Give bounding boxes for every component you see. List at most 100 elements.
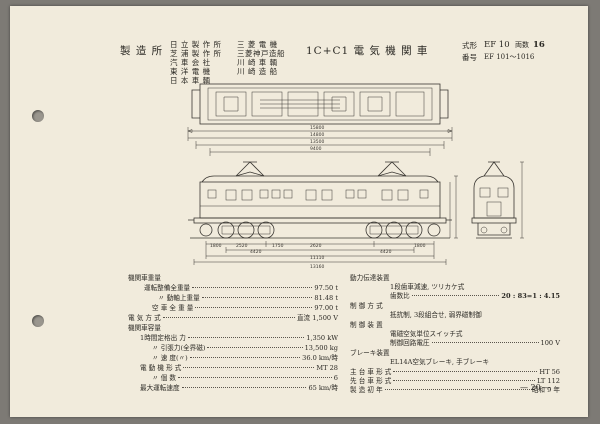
- spec-value: 1,350 kW: [306, 334, 338, 342]
- spec-value: 直流 1,500 V: [296, 314, 338, 322]
- spec-label: 主 台 車 形 式: [350, 368, 392, 376]
- binder-hole: [32, 315, 44, 327]
- maker-name: 川 崎 車 輌: [237, 58, 278, 67]
- spec-label: 機関車重量: [128, 274, 161, 282]
- dim-label: 2520: [236, 243, 248, 249]
- spec-label: 1時間定格出 力: [140, 334, 186, 342]
- spec-value: 81.48 t: [314, 294, 338, 302]
- plan-view: 15800 14800 13500 9400: [187, 83, 453, 156]
- dim-label: 13500: [310, 139, 324, 145]
- page-number: — 20 —: [520, 383, 552, 392]
- spec-row: 製 造 初 年 昭和 9 年: [350, 387, 560, 396]
- spec-value: 6: [333, 374, 338, 382]
- spec-row: 制御回路電圧 100 V: [390, 340, 560, 349]
- type-value: EF 10: [484, 40, 510, 50]
- dim-label: 14800: [310, 132, 324, 138]
- spec-value: 97.50 t: [314, 284, 338, 292]
- spec-label: 〃 引張力(全界磁): [152, 344, 206, 352]
- spec-label: 制 御 装 置: [350, 321, 383, 329]
- dim-label: 2620: [310, 243, 322, 249]
- end-view: [471, 161, 524, 239]
- binder-hole: [32, 110, 44, 122]
- spec-row: 電磁空気単位スイッチ式: [390, 331, 560, 340]
- spec-value: 20 : 83=1 : 4.15: [501, 292, 560, 300]
- spec-row: 最大運転速度 65 km/時: [140, 385, 338, 394]
- spec-row: 先 台 車 形 式 LT 112: [350, 378, 560, 387]
- maker-list-left: 日 立 製 作 所 芝 浦 製 作 所 汽 車 会 社 東 洋 電 機 日 本 …: [170, 40, 222, 85]
- dim-label: 1800: [414, 243, 426, 249]
- spec-label: 電 動 機 形 式: [140, 364, 182, 372]
- spec-value: 36.0 km/時: [302, 354, 338, 362]
- spec-value: 13,500 kg: [304, 344, 338, 352]
- dim-label: 1800: [210, 243, 222, 249]
- spec-row: 1時間定格出 力 1,350 kW: [140, 335, 338, 344]
- spec-value: 65 km/時: [308, 384, 338, 392]
- count-value: 16: [533, 40, 545, 50]
- spec-row: 動力伝達装置: [350, 275, 560, 284]
- spec-row: 〃 個 数 6: [152, 375, 338, 384]
- count-label: 両数: [515, 41, 529, 49]
- spec-row: 〃 速 度(〃) 36.0 km/時: [152, 355, 338, 364]
- spec-label: 空 車 全 重 量: [152, 304, 194, 312]
- maker-list-right: 三 菱 電 機 三菱神戸造船 川 崎 車 輌 川 崎 造 船: [237, 40, 285, 76]
- dim-label: 4420: [250, 249, 262, 255]
- dim-label: 13160: [310, 264, 324, 270]
- spec-label: 1段歯車減速, ツリカケ式: [390, 283, 465, 291]
- spec-row: 〃 動軸上重量 81.48 t: [158, 295, 338, 304]
- spec-label: 抵抗制, 3段組合せ, 弱界磁制御: [390, 311, 482, 319]
- spec-label: EL14A空気ブレーキ, 手ブレーキ: [390, 358, 490, 366]
- maker-name: 日 立 製 作 所: [170, 40, 222, 49]
- spec-row: 電 動 機 形 式 MT 28: [140, 365, 338, 374]
- number-value: EF 101〜1016: [484, 53, 535, 61]
- maker-name: 東 洋 電 機: [170, 67, 211, 76]
- spec-row: 機関車容量: [128, 325, 338, 334]
- page-title: 1C+C1 電 気 機 関 車: [306, 45, 429, 57]
- maker-name: 日 本 車 輌: [170, 76, 211, 85]
- spec-row: EL14A空気ブレーキ, 手ブレーキ: [390, 359, 560, 368]
- maker-name: 三菱神戸造船: [237, 49, 285, 58]
- maker-heading: 製 造 所: [120, 45, 164, 57]
- spec-label: 〃 動軸上重量: [158, 294, 200, 302]
- spec-label: 最大運転速度: [140, 384, 180, 392]
- maker-name: 芝 浦 製 作 所: [170, 49, 222, 58]
- spec-row: 歯数比 20 : 83=1 : 4.15: [390, 293, 560, 302]
- spec-label: 運転整備全重量: [144, 284, 191, 292]
- spec-label: ブレーキ装置: [350, 349, 390, 357]
- spec-value: HT 56: [539, 368, 560, 376]
- spec-row: 制 御 装 置: [350, 322, 560, 331]
- spec-value: MT 28: [316, 364, 338, 372]
- spec-label: 製 造 初 年: [350, 386, 383, 394]
- dim-label: 11110: [310, 255, 324, 261]
- spec-label: 動力伝達装置: [350, 274, 390, 282]
- spec-label: 先 台 車 形 式: [350, 377, 392, 385]
- spec-label: 機関車容量: [128, 324, 161, 332]
- side-view: 1800 2520 1750 2620 1800 4420 4420 11110…: [188, 161, 458, 270]
- type-label: 式形: [462, 41, 477, 50]
- maker-name: 川 崎 造 船: [237, 67, 278, 76]
- spec-row: 制 御 方 式: [350, 303, 560, 312]
- spec-label: 制 御 方 式: [350, 302, 383, 310]
- spec-value: 100 V: [540, 339, 560, 347]
- spec-label: 電磁空気単位スイッチ式: [390, 330, 463, 338]
- dim-label: 15800: [310, 125, 324, 131]
- spec-row: 1段歯車減速, ツリカケ式: [390, 284, 560, 293]
- spec-row: 電 気 方 式直流 1,500 V: [128, 315, 338, 324]
- spec-value: 昭和 9 年: [531, 386, 560, 394]
- dim-label: 1750: [272, 243, 284, 249]
- maker-name: 三 菱 電 機: [237, 40, 278, 49]
- spec-label: 制御回路電圧: [390, 339, 430, 347]
- spec-label: 〃 速 度(〃): [152, 354, 188, 362]
- spec-label: 〃 個 数: [152, 374, 176, 382]
- dim-label: 4420: [380, 249, 392, 255]
- spec-row: ブレーキ装置: [350, 350, 560, 359]
- spec-row: 運転整備全重量 97.50 t: [144, 285, 338, 294]
- locomotive-drawing: 15800 14800 13500 9400: [187, 83, 524, 270]
- dim-label: 9400: [310, 146, 322, 152]
- spec-row: 主 台 車 形 式 HT 56: [350, 369, 560, 378]
- spec-row: 機関車重量: [128, 275, 338, 284]
- spec-value: LT 112: [537, 377, 560, 385]
- maker-name: 汽 車 会 社: [170, 58, 211, 67]
- spec-label: 歯数比: [390, 292, 410, 300]
- spec-row: 抵抗制, 3段組合せ, 弱界磁制御: [390, 312, 560, 321]
